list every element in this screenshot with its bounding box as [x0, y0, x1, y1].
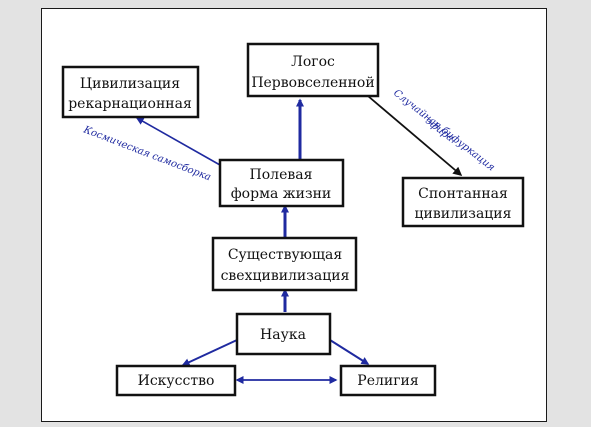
node-field-line1: Полевая [250, 167, 313, 183]
edge-science-to-art [181, 339, 238, 366]
node-logos-line1: Логос [291, 54, 335, 70]
node-logos: Логос Первовселенной [246, 42, 380, 98]
edge-field-to-recarnation [135, 117, 221, 166]
edge-science-to-religion [329, 339, 370, 365]
node-supercivilization-line1: Существующая [228, 247, 343, 263]
node-religion: Религия [339, 364, 437, 397]
node-recarnation-line2: рекарнационная [68, 96, 192, 112]
edges [135, 95, 463, 384]
node-logos-line2: Первовселенной [251, 75, 374, 91]
node-art: Искусство [115, 364, 237, 397]
node-spontaneous: Спонтанная цивилизация [401, 176, 525, 228]
node-spontaneous-line2: цивилизация [415, 206, 512, 222]
node-science-label: Наука [260, 327, 306, 343]
edge-logos-to-spontaneous [367, 95, 463, 176]
edge-label-cosmic: Космическая самосборка [81, 124, 212, 183]
node-recarnation: Цивилизация рекарнационная [61, 65, 200, 119]
node-supercivilization: Существующая свехцивилизация [211, 236, 358, 292]
node-field-line2: форма жизни [231, 186, 332, 202]
node-art-label: Искусство [138, 373, 215, 389]
node-field: Полевая форма жизни [218, 158, 345, 208]
node-recarnation-line1: Цивилизация [80, 76, 180, 92]
node-religion-label: Религия [357, 373, 419, 389]
node-supercivilization-line2: свехцивилизация [221, 268, 350, 284]
node-spontaneous-line1: Спонтанная [418, 186, 508, 202]
node-science: Наука [235, 312, 332, 356]
